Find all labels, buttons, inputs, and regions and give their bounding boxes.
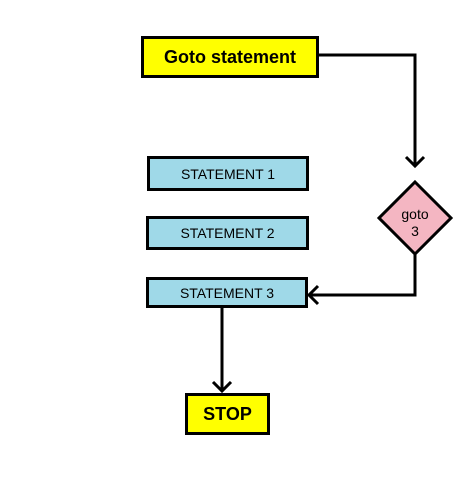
statement-3-box: STATEMENT 3	[146, 277, 308, 308]
connector-goto-to-decision	[319, 53, 417, 166]
arrowhead-into-stop	[211, 380, 233, 394]
statement-2-label: STATEMENT 2	[180, 225, 275, 241]
decision-label-line1: goto	[401, 206, 429, 222]
statement-1-label: STATEMENT 1	[180, 165, 276, 182]
connector-decision-to-statement3	[309, 254, 417, 297]
arrowhead-into-decision	[404, 155, 426, 169]
goto-statement-box: Goto statement	[141, 36, 319, 78]
statement-3-label: STATEMENT 3	[179, 284, 275, 301]
statement-2-box: STATEMENT 2	[146, 216, 309, 250]
goto-statement-label: Goto statement	[163, 46, 296, 67]
decision-label: goto 3	[386, 206, 444, 240]
statement-1-box: STATEMENT 1	[147, 156, 309, 191]
stop-box: STOP	[185, 393, 270, 435]
decision-label-line2: 3	[411, 223, 419, 239]
stop-label: STOP	[203, 403, 252, 424]
arrowhead-into-statement3	[306, 284, 320, 306]
